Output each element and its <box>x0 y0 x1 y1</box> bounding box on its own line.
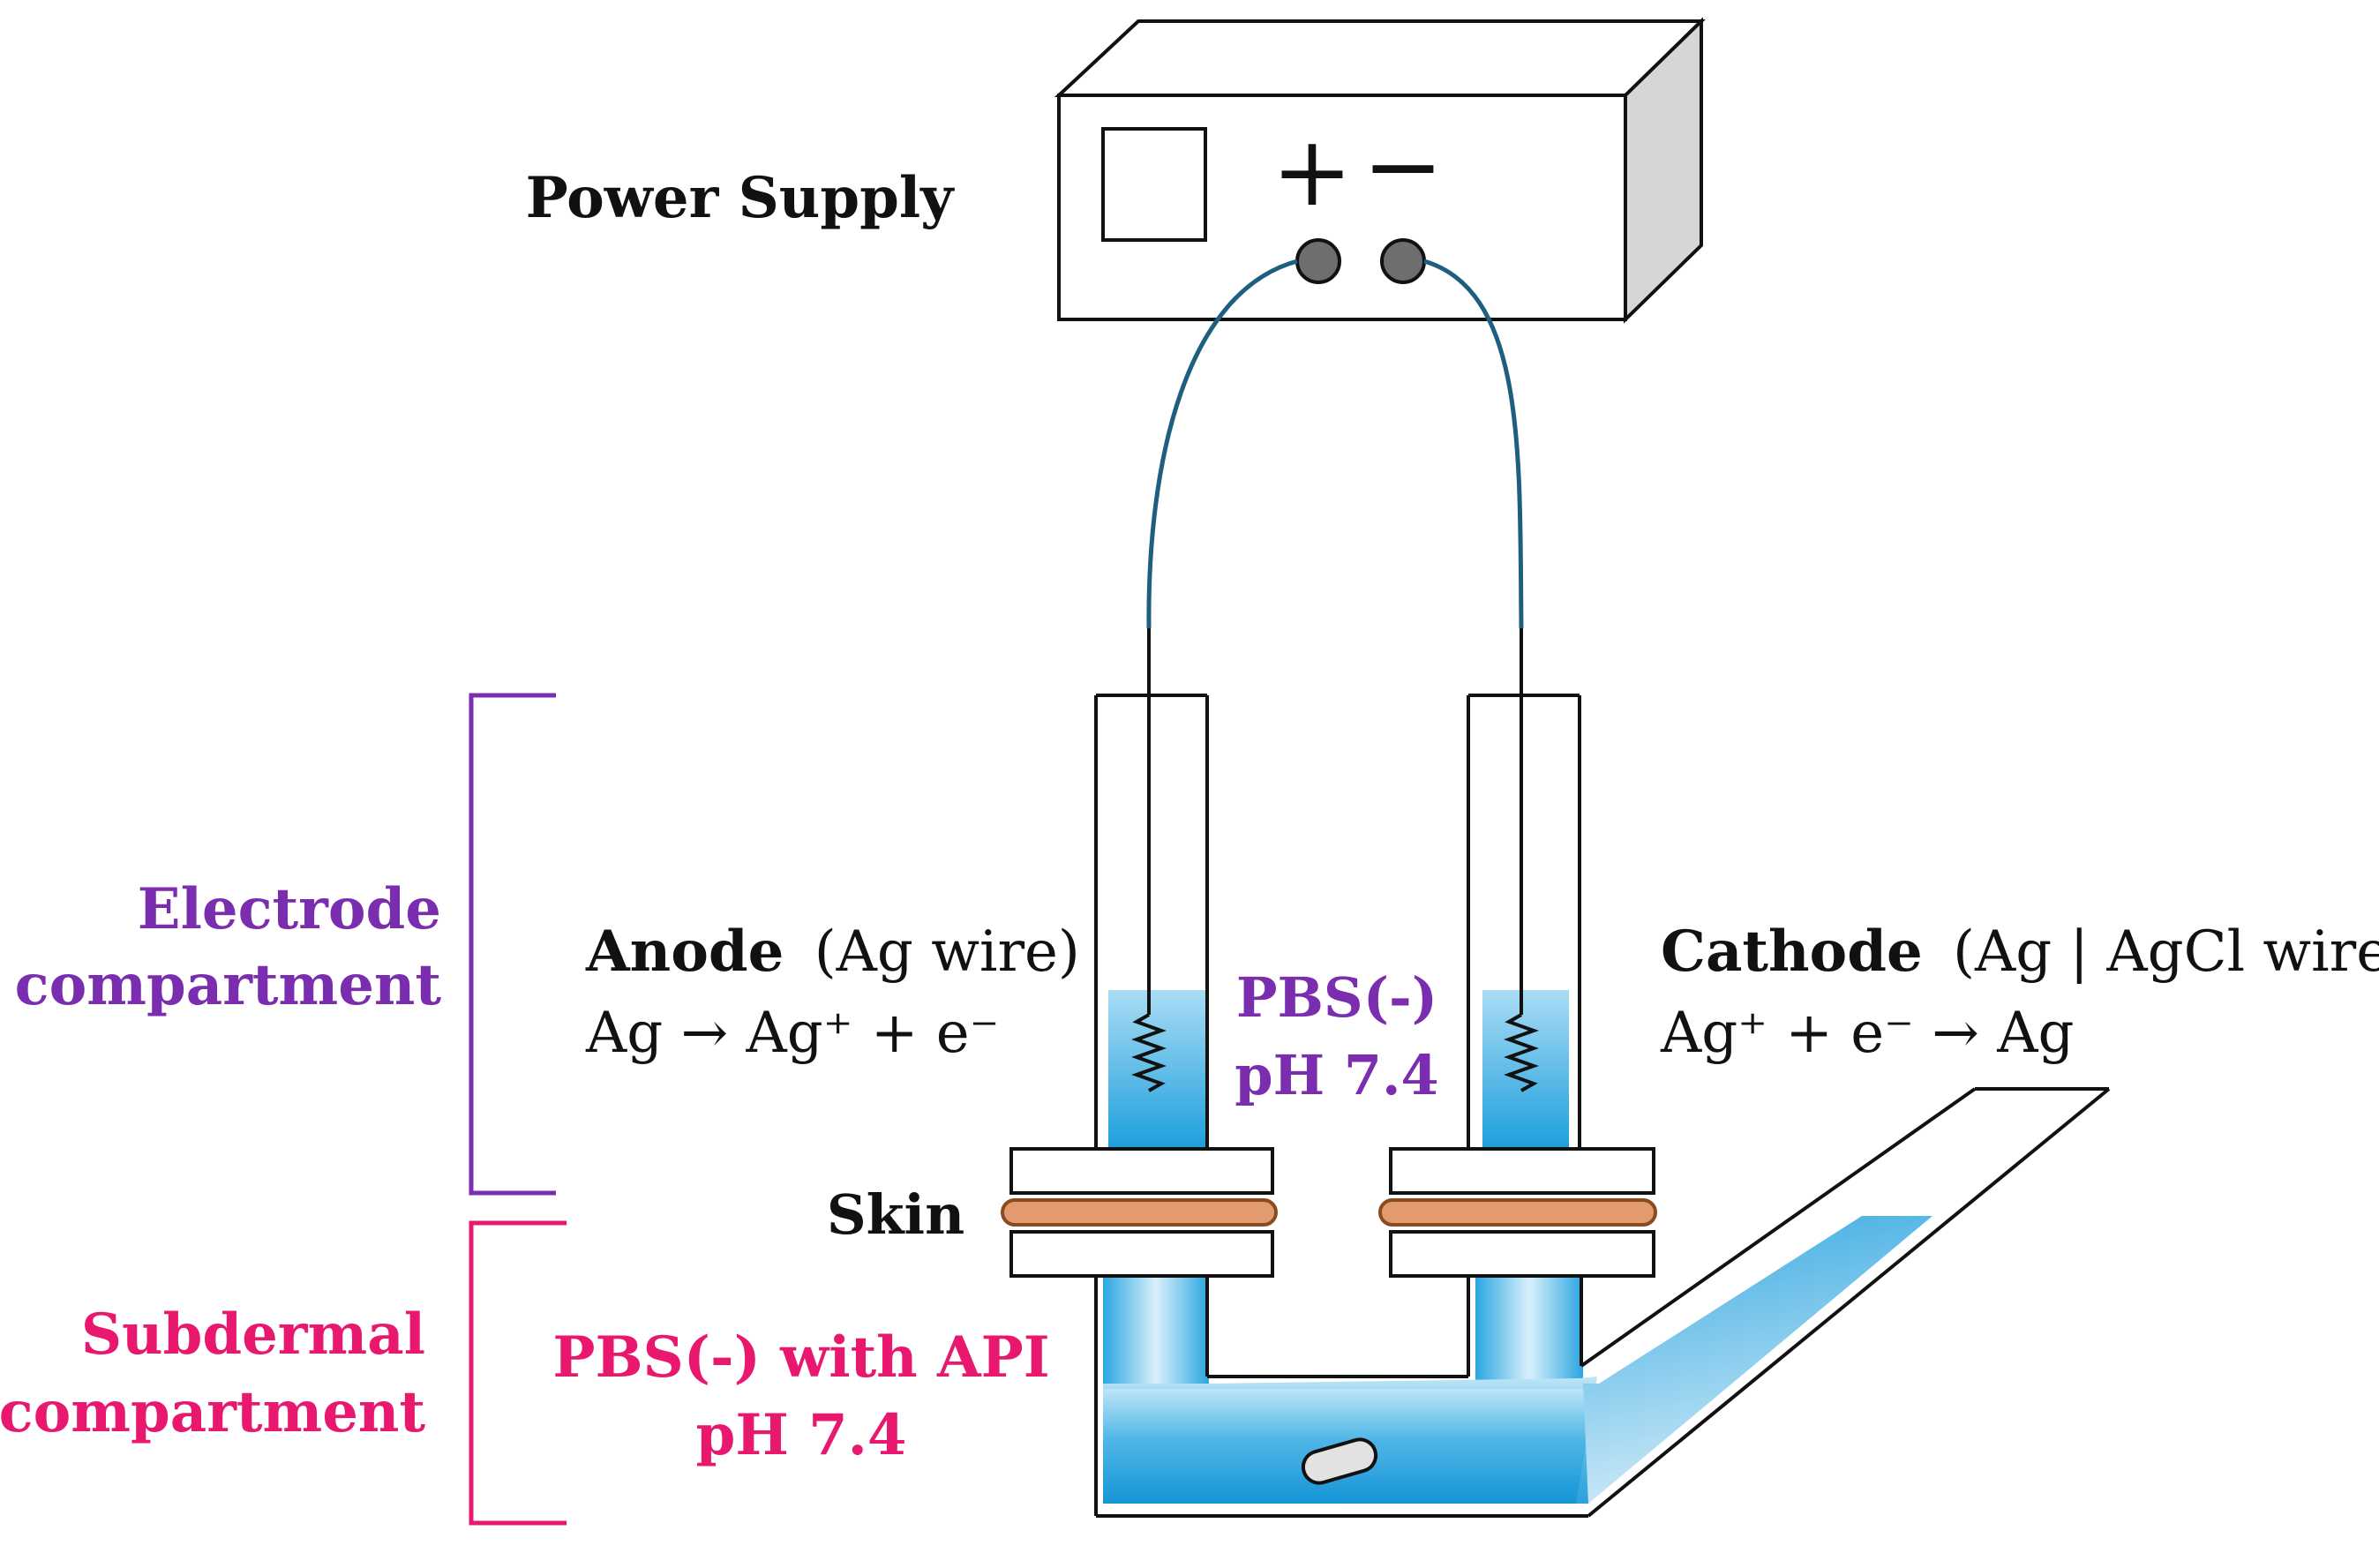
negative-terminal <box>1380 238 1426 284</box>
anode-title: Anode (Ag wire) <box>585 919 1080 985</box>
electrode-solution-line2: pH 7.4 <box>1235 1043 1438 1107</box>
cathode-reaction: Ag⁺ + e⁻ → Ag <box>1660 1001 2074 1066</box>
electrode-solution-line1: PBS(-) <box>1236 965 1437 1030</box>
skin-membrane-left <box>1001 1198 1278 1227</box>
receptor-right-leg <box>1475 1278 1583 1384</box>
cathode-title: Cathode (Ag | AgCl wire) <box>1661 919 2379 985</box>
cathode-name: Cathode <box>1661 919 1923 985</box>
sampling-arm-solution <box>1583 1216 1932 1504</box>
right-clamp <box>1389 1147 1655 1278</box>
subdermal-compartment-bracket <box>469 1220 567 1526</box>
power-supply-label: Power Supply <box>526 165 955 231</box>
receptor-left-leg <box>1103 1278 1209 1384</box>
electrode-compartment-bracket <box>469 693 556 1196</box>
minus-symbol: − <box>1362 109 1444 222</box>
subdermal-compartment-line2: compartment <box>0 1379 425 1445</box>
skin-membrane-right <box>1378 1198 1657 1227</box>
electrode-compartment-line2: compartment <box>15 952 442 1018</box>
anode-name: Anode <box>585 919 784 985</box>
anode-lead-wire <box>1146 259 1298 629</box>
stir-bar <box>1301 1437 1378 1485</box>
anode-solution <box>1108 990 1205 1149</box>
electrode-compartment-line1: Electrode <box>138 876 441 942</box>
power-supply-top <box>1054 19 1706 97</box>
subdermal-solution-line2: pH 7.4 <box>696 1402 907 1468</box>
subdermal-compartment-line1: Subdermal <box>81 1302 425 1368</box>
power-supply-display <box>1101 127 1207 242</box>
anode-reaction: Ag → Ag⁺ + e⁻ <box>585 1001 999 1066</box>
skin-label: Skin <box>827 1182 964 1247</box>
cathode-material: (Ag | AgCl wire) <box>1953 919 2379 985</box>
anode-material: (Ag wire) <box>814 919 1080 985</box>
anode-electrode <box>1131 628 1167 1092</box>
left-clamp <box>1009 1147 1274 1278</box>
cell-glassware <box>1094 694 2111 1518</box>
subdermal-solution-line1: PBS(-) with API <box>552 1324 1049 1391</box>
power-supply: + − <box>1054 17 1706 324</box>
cathode-electrode <box>1504 628 1539 1092</box>
positive-terminal <box>1295 238 1341 284</box>
plus-symbol: + <box>1272 115 1353 228</box>
cathode-lead-wire <box>1423 259 1524 629</box>
